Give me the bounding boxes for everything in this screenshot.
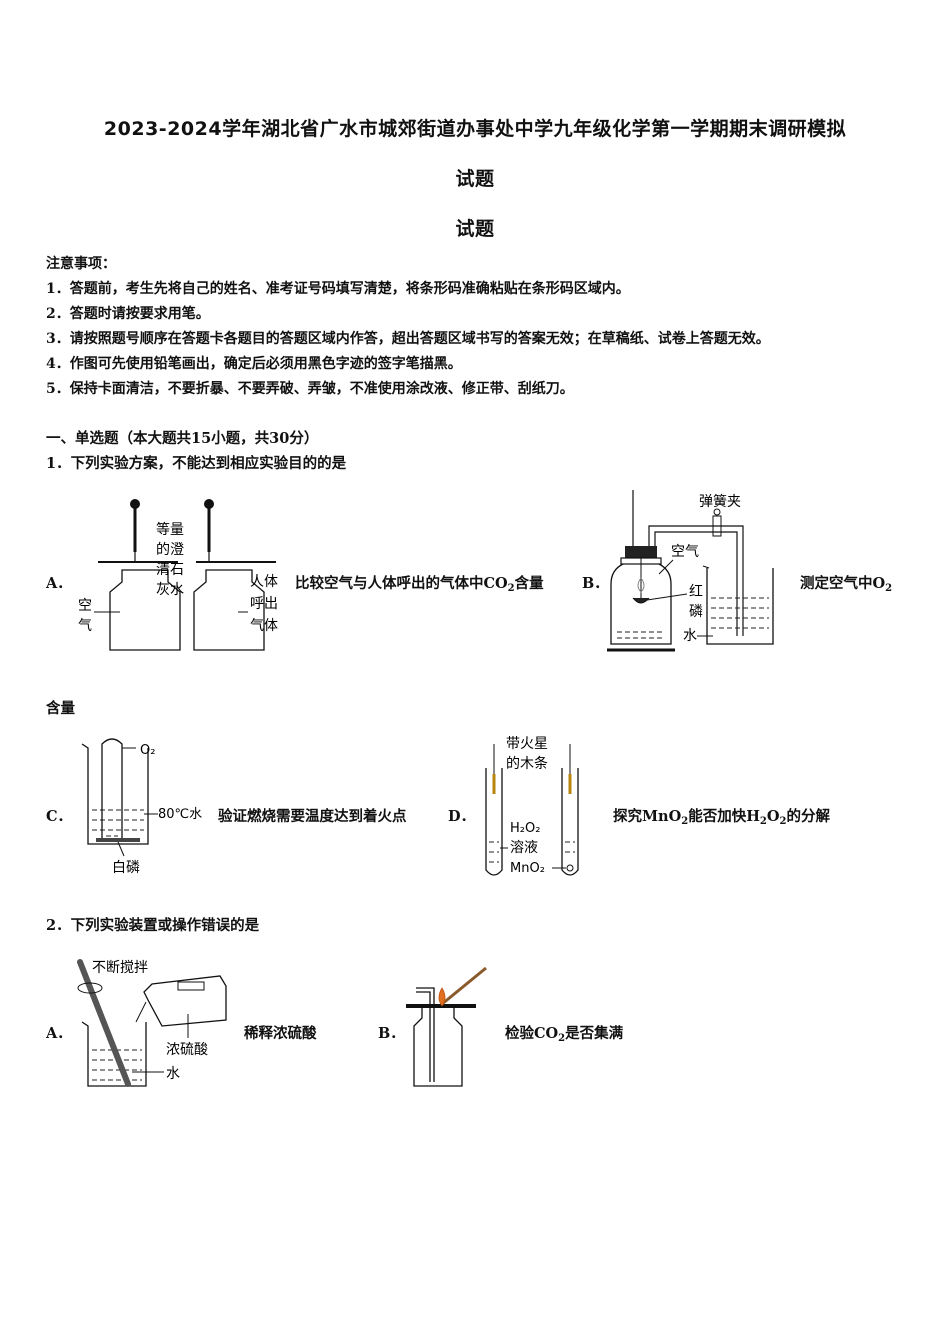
notice-item-5: 5．保持卡面清洁，不要折暴、不要弄破、弄皱，不准使用涂改液、修正带、刮纸刀。 xyxy=(46,381,574,397)
q1-b-phos-1: 红 xyxy=(689,584,703,600)
q1-d-sol-1: H₂O₂ xyxy=(510,821,540,836)
q1-d-cat-label: MnO₂ xyxy=(510,861,545,876)
q1-b-water-label: 水 xyxy=(683,628,697,644)
q1-a-reagent-4: 灰水 xyxy=(156,582,184,598)
title-line-2: 试题 xyxy=(455,168,495,190)
q1-c-phos-label: 白磷 xyxy=(112,860,140,876)
q1-b-phos-2: 磷 xyxy=(689,604,703,620)
notice-item-3: 3．请按照题号顺序在答题卡各题目的答题区域内作答，超出答题区域书写的答案无效；在… xyxy=(46,331,770,347)
q1-b-air-label: 空气 xyxy=(671,544,699,560)
q2-option-a-desc: 稀释浓硫酸 xyxy=(244,1025,317,1042)
q1-b-clamp-label: 弹簧夹 xyxy=(699,494,741,510)
q1-c-gas-label: O₂ xyxy=(140,743,155,758)
q1-c-water-label: 80℃水 xyxy=(158,807,202,822)
q1-a-figure: 等量 的澄 清石 灰水 空 气 人体 呼出 气体 xyxy=(78,499,278,651)
q1-d-figure: 带火星 的木条 H₂O₂ 溶液 MnO₂ xyxy=(485,736,579,876)
q2-a-stir-label: 不断搅拌 xyxy=(92,960,148,976)
q1-option-c-label: C． xyxy=(46,808,73,825)
q1-a-left-2: 气 xyxy=(78,618,92,634)
title-line-1: 2023-2024学年湖北省广水市城郊街道办事处中学九年级化学第一学期期末调研模… xyxy=(103,118,847,140)
q1-option-b-desc: 测定空气中O2 xyxy=(800,575,893,594)
question-1-stem: 1．下列实验方案，不能达到相应实验目的的是 xyxy=(46,455,347,472)
q1-option-b-desc-cont: 含量 xyxy=(46,700,75,717)
q2-a-figure: 不断搅拌 浓硫酸 水 xyxy=(77,959,227,1087)
notice-item-2: 2．答题时请按要求用笔。 xyxy=(46,306,210,322)
q2-option-a-label: A． xyxy=(46,1025,72,1042)
q1-a-reagent-3: 清石 xyxy=(156,562,184,578)
section-heading: 一、单选题（本大题共15小题，共30分） xyxy=(46,430,319,447)
q1-option-d-desc: 探究MnO2能否加快H2O2的分解 xyxy=(613,808,830,827)
q1-b-figure: 弹簧夹 空气 红 磷 水 xyxy=(607,490,774,652)
notice-item-4: 4．作图可先使用铅笔画出，确定后必须用黑色字迹的签字笔描黑。 xyxy=(46,356,462,372)
q1-option-c-desc: 验证燃烧需要温度达到着火点 xyxy=(218,808,407,825)
notice-heading: 注意事项： xyxy=(46,256,116,272)
q1-a-right-2: 呼出 xyxy=(250,596,278,612)
q1-a-right-3: 气体 xyxy=(250,618,278,634)
q1-option-b-label: B． xyxy=(582,575,609,592)
title-line-3: 试题 xyxy=(455,218,495,240)
q1-option-a-label: A． xyxy=(46,575,72,592)
q2-a-acid-label: 浓硫酸 xyxy=(166,1042,208,1058)
q1-option-d-label: D． xyxy=(448,808,476,825)
q1-a-reagent-2: 的澄 xyxy=(156,542,184,558)
q2-b-figure xyxy=(406,966,487,1087)
q1-c-figure: O₂ 80℃水 白磷 xyxy=(81,738,202,876)
q2-option-b-label: B． xyxy=(378,1025,405,1042)
notice-item-1: 1．答题前，考生先将自己的姓名、准考证号码填写清楚，将条形码准确粘贴在条形码区域… xyxy=(46,281,630,297)
q1-option-a-desc: 比较空气与人体呼出的气体中CO2含量 xyxy=(295,575,544,594)
q1-a-right-1: 人体 xyxy=(250,574,278,590)
q1-a-reagent-1: 等量 xyxy=(156,521,184,538)
q1-d-splint-1: 带火星 xyxy=(506,736,548,752)
question-2-stem: 2．下列实验装置或操作错误的是 xyxy=(46,917,260,934)
q2-a-water-label: 水 xyxy=(166,1066,180,1082)
q1-a-left-1: 空 xyxy=(78,598,92,614)
q2-option-b-desc: 检验CO2是否集满 xyxy=(505,1025,624,1044)
q1-d-sol-2: 溶液 xyxy=(510,840,538,856)
q1-d-splint-2: 的木条 xyxy=(506,755,548,772)
